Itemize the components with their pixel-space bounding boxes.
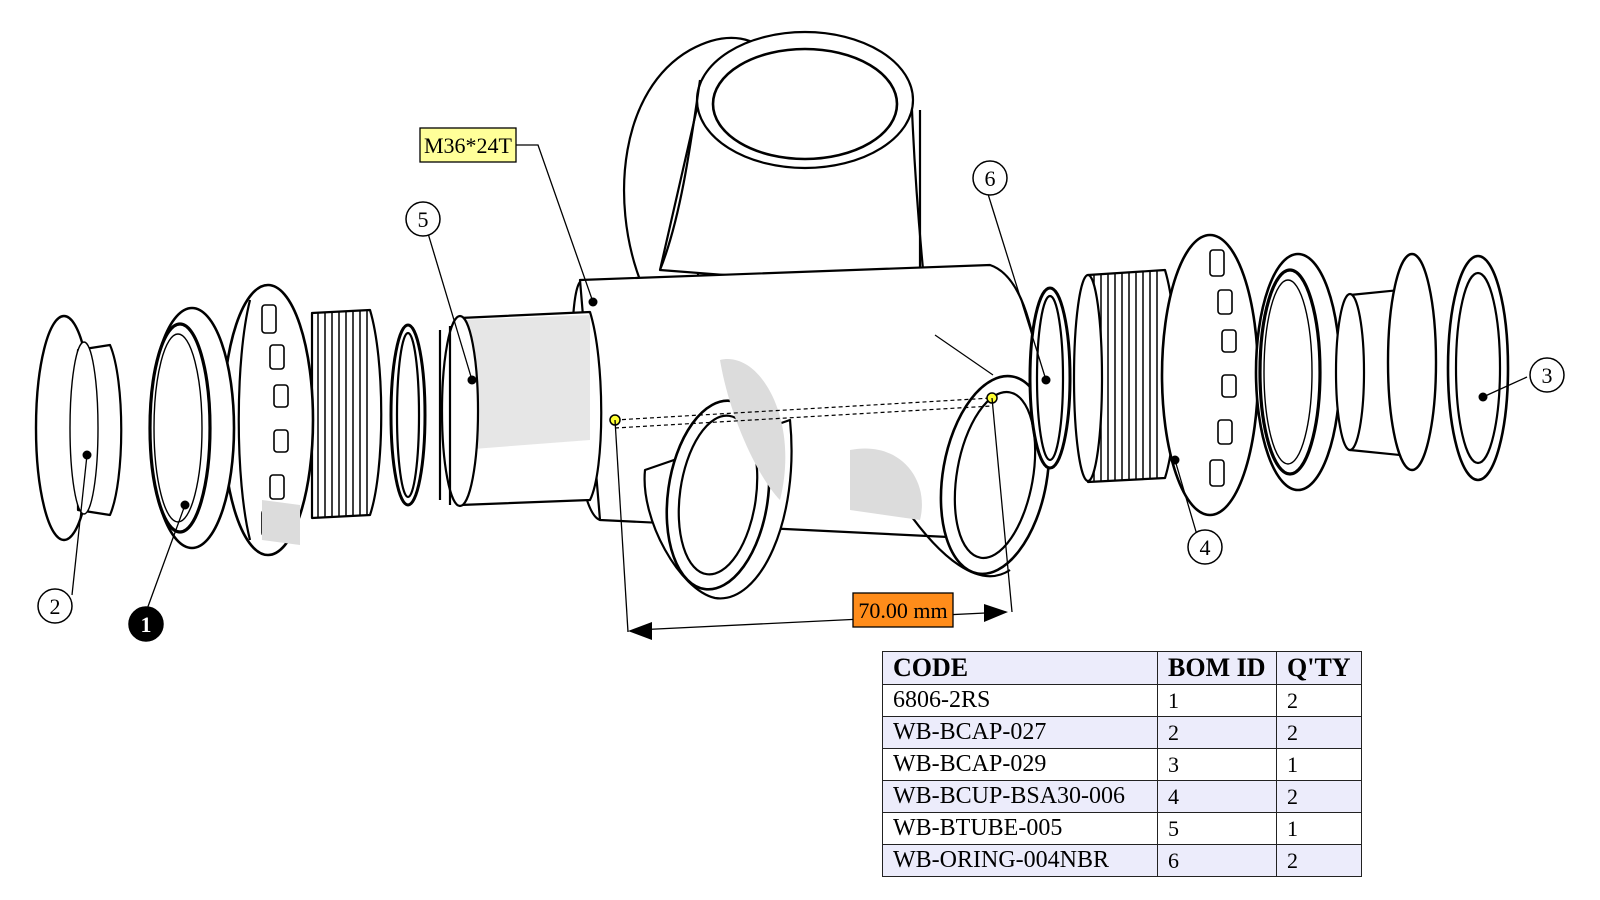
bearing-cap-right: [1334, 252, 1438, 472]
bom-code: 6806-2RS: [882, 684, 1158, 717]
bom-header-bom-id: BOM ID: [1157, 651, 1277, 685]
bom-id: 1: [1157, 684, 1277, 717]
bb-cup-left: [221, 283, 383, 557]
bom-code: WB-BCUP-BSA30-006: [882, 780, 1158, 813]
bom-table: CODE BOM ID Q'TY 6806-2RS 1 2 WB-BCAP-02…: [882, 651, 1362, 877]
bom-header-row: CODE BOM ID Q'TY: [882, 651, 1362, 685]
bom-id: 4: [1157, 780, 1277, 813]
bom-qty: 2: [1276, 716, 1362, 749]
thread-spec-label: M36*24T: [419, 127, 517, 163]
table-row: 6806-2RS 1 2: [882, 684, 1362, 717]
bearing-cap-left: [34, 314, 123, 542]
bom-qty: 1: [1276, 812, 1362, 845]
bom-id: 5: [1157, 812, 1277, 845]
table-row: WB-BCAP-027 2 2: [882, 716, 1362, 749]
bom-qty: 2: [1276, 684, 1362, 717]
bom-qty: 2: [1276, 780, 1362, 813]
balloon-5: 5: [405, 201, 441, 237]
bom-code: WB-BCAP-027: [882, 716, 1158, 749]
table-row: WB-BCUP-BSA30-006 4 2: [882, 780, 1362, 813]
svg-text:5: 5: [418, 207, 429, 232]
svg-text:4: 4: [1200, 535, 1211, 560]
balloon-2: 2: [37, 588, 73, 624]
svg-text:3: 3: [1542, 363, 1553, 388]
bearing-left: [148, 306, 236, 550]
table-row: WB-ORING-004NBR 6 2: [882, 844, 1362, 877]
svg-text:6: 6: [985, 166, 996, 191]
table-row: WB-BTUBE-005 5 1: [882, 812, 1362, 845]
svg-text:70.00 mm: 70.00 mm: [858, 598, 947, 623]
bom-id: 3: [1157, 748, 1277, 781]
svg-text:1: 1: [141, 612, 152, 637]
bearing-right: [1254, 252, 1342, 492]
table-row: WB-BCAP-029 3 1: [882, 748, 1362, 781]
dimension-label: 70.00 mm: [852, 592, 954, 628]
bom-code: WB-BCAP-029: [882, 748, 1158, 781]
svg-text:2: 2: [50, 594, 61, 619]
bb-cup-right: [1072, 233, 1260, 517]
balloon-1: 1: [128, 606, 164, 642]
balloon-4: 4: [1187, 529, 1223, 565]
bom-qty: 2: [1276, 844, 1362, 877]
balloon-3: 3: [1529, 357, 1565, 393]
bom-id: 2: [1157, 716, 1277, 749]
bom-code: WB-ORING-004NBR: [882, 844, 1158, 877]
bom-header-code: CODE: [882, 651, 1158, 685]
balloon-6: 6: [972, 160, 1008, 196]
bom-code: WB-BTUBE-005: [882, 812, 1158, 845]
svg-text:M36*24T: M36*24T: [424, 133, 513, 158]
bom-header-qty: Q'TY: [1276, 651, 1362, 685]
bottom-bracket-shell: [438, 30, 1051, 600]
bom-qty: 1: [1276, 748, 1362, 781]
bom-id: 6: [1157, 844, 1277, 877]
